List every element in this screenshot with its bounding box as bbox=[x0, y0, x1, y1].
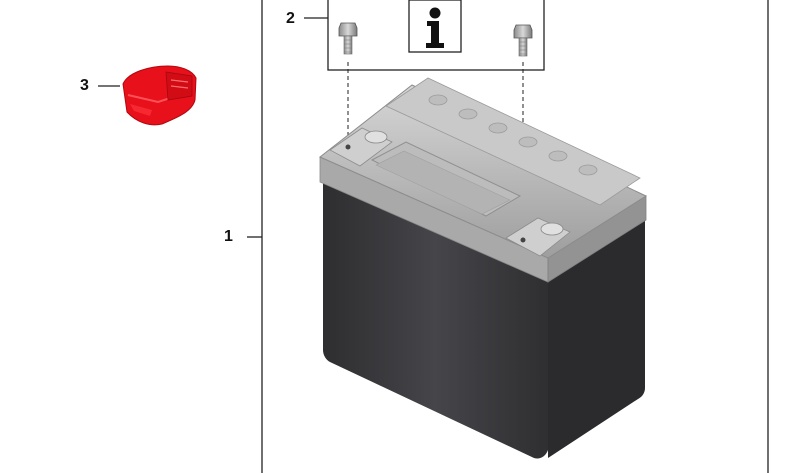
callout-2: 2 bbox=[286, 10, 295, 27]
info-icon bbox=[426, 7, 444, 48]
battery bbox=[319, 77, 648, 459]
terminal-bolt-right bbox=[513, 24, 533, 57]
callout-1: 1 bbox=[224, 228, 233, 245]
terminal-left bbox=[329, 127, 393, 167]
terminal-right bbox=[505, 217, 571, 257]
callout-3: 3 bbox=[80, 77, 89, 94]
assembly-frame bbox=[98, 0, 769, 473]
terminal-cover-cap bbox=[122, 65, 197, 126]
info-box bbox=[408, 0, 462, 53]
bolt-group-box bbox=[327, 0, 545, 71]
terminal-bolt-left bbox=[338, 22, 358, 55]
